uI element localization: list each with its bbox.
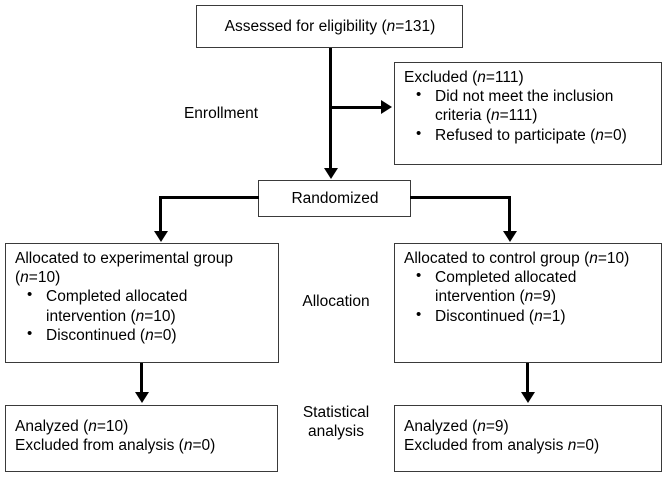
- excluded-bullet-1-pre: Refused to participate (: [435, 126, 596, 144]
- analyzed-exp-l2-n: n: [183, 437, 193, 455]
- assessed-n-symbol: n: [386, 18, 396, 36]
- stage-label-statistical-analysis: Statistical analysis: [302, 404, 370, 441]
- alloc-ctl-bullet-1-pre: Discontinued (: [435, 307, 535, 325]
- assessed-text-post: =131): [395, 18, 436, 36]
- assessed-text-pre: Assessed for eligibility (: [224, 18, 387, 36]
- connector-to-excluded: [329, 106, 382, 109]
- connector-left-branch-down: [159, 196, 162, 233]
- analyzed-control-line-2: Excluded from analysis n=0): [404, 436, 653, 455]
- alloc-exp-bullet-1-pre: Discontinued (: [46, 326, 146, 344]
- alloc-ctl-bullet-0-n: n: [524, 288, 534, 306]
- allocated-control-bullet-list: Completed allocated intervention (n=9) D…: [404, 267, 653, 326]
- arrowhead-to-analyzed-experimental: [135, 392, 149, 403]
- alloc-ctl-bullet-0-pre: Completed allocated intervention (: [435, 269, 577, 306]
- box-allocated-experimental: Allocated to experimental group (n=10) C…: [5, 243, 279, 363]
- analyzed-exp-l1-post: =10): [96, 418, 129, 435]
- excluded-lead-n: n: [477, 69, 486, 86]
- alloc-ctl-bullet-0-post: =9): [533, 288, 557, 306]
- list-item: Did not meet the inclusion criteria (n=1…: [404, 86, 653, 125]
- alloc-exp-lead-n: n: [20, 269, 29, 287]
- alloc-ctl-lead-post: =10): [597, 250, 630, 267]
- analyzed-experimental-line-2: Excluded from analysis (n=0): [15, 436, 269, 455]
- analyzed-exp-l1-pre: Analyzed (: [15, 418, 89, 435]
- list-item: Discontinued (n=1): [404, 306, 653, 326]
- alloc-ctl-lead-pre: Allocated to control group (: [404, 250, 590, 267]
- arrowhead-to-randomized: [324, 168, 338, 179]
- allocated-experimental-bullet-list: Completed allocated intervention (n=10) …: [15, 286, 270, 345]
- alloc-ctl-lead-n: n: [589, 250, 598, 267]
- analyzed-experimental-line-1: Analyzed (n=10): [15, 417, 269, 436]
- alloc-ctl-bullet-1-n: n: [534, 307, 543, 325]
- analyzed-exp-l2-pre: Excluded from analysis (: [15, 437, 184, 455]
- connector-control-to-analyzed: [526, 363, 529, 393]
- alloc-exp-bullet-0-post: =10): [144, 307, 176, 325]
- analyzed-ctl-l2-post: =0): [576, 437, 600, 455]
- stage-label-allocation: Allocation: [302, 293, 370, 310]
- excluded-bullet-0-n: n: [490, 107, 500, 125]
- arrowhead-to-experimental-group: [154, 231, 168, 242]
- excluded-lead-line: Excluded (n=111): [404, 68, 653, 87]
- stage-label-enrollment: Enrollment: [183, 105, 259, 122]
- alloc-exp-bullet-0-n: n: [135, 307, 145, 325]
- arrowhead-to-excluded: [381, 100, 392, 114]
- excluded-bullet-1-n: n: [595, 126, 604, 144]
- excluded-bullet-1-post: =0): [603, 126, 627, 144]
- alloc-exp-bullet-1-n: n: [145, 326, 154, 344]
- connector-randomized-left-branch: [159, 196, 259, 199]
- list-item: Completed allocated intervention (n=10): [15, 286, 270, 325]
- analyzed-exp-l2-post: =0): [192, 437, 216, 455]
- box-analyzed-experimental: Analyzed (n=10) Excluded from analysis (…: [5, 405, 278, 472]
- excluded-bullet-0-post: =111): [499, 107, 538, 125]
- alloc-exp-bullet-0-pre: Completed allocated intervention (: [46, 288, 188, 325]
- arrowhead-to-analyzed-control: [521, 392, 535, 403]
- connector-randomized-right-branch: [410, 196, 511, 199]
- analyzed-exp-l1-n: n: [88, 418, 97, 435]
- connector-experimental-to-analyzed: [140, 363, 143, 393]
- box-randomized: Randomized: [258, 180, 411, 217]
- arrowhead-to-control-group: [503, 231, 517, 242]
- excluded-lead-post: =111): [485, 69, 524, 86]
- list-item: Completed allocated intervention (n=9): [404, 267, 653, 306]
- analyzed-ctl-l1-pre: Analyzed (: [404, 418, 478, 435]
- box-excluded: Excluded (n=111) Did not meet the inclus…: [394, 62, 662, 165]
- excluded-bullet-list: Did not meet the inclusion criteria (n=1…: [404, 86, 653, 145]
- box-assessed-for-eligibility: Assessed for eligibility (n=131): [196, 5, 463, 48]
- allocated-experimental-lead: Allocated to experimental group (n=10): [15, 249, 270, 287]
- connector-right-branch-down: [508, 196, 511, 233]
- alloc-exp-bullet-1-post: =0): [153, 326, 177, 344]
- analyzed-ctl-l1-post: =9): [485, 418, 509, 435]
- analyzed-control-line-1: Analyzed (n=9): [404, 417, 653, 436]
- analyzed-ctl-l2-pre: Excluded from analysis: [404, 437, 568, 455]
- alloc-ctl-bullet-1-post: =1): [542, 307, 566, 325]
- box-allocated-control: Allocated to control group (n=10) Comple…: [394, 243, 662, 363]
- alloc-exp-lead-post: =10): [28, 269, 61, 287]
- excluded-bullet-0-pre: Did not meet the inclusion criteria (: [435, 88, 614, 125]
- box-analyzed-control: Analyzed (n=9) Excluded from analysis n=…: [394, 405, 662, 472]
- excluded-lead-pre: Excluded (: [404, 69, 478, 86]
- analyzed-ctl-l2-n: n: [567, 437, 577, 455]
- list-item: Discontinued (n=0): [15, 325, 270, 345]
- list-item: Refused to participate (n=0): [404, 125, 653, 145]
- analyzed-ctl-l1-n: n: [477, 418, 486, 435]
- alloc-exp-lead-pre: Allocated to experimental group (: [15, 250, 233, 287]
- randomized-label: Randomized: [291, 190, 379, 208]
- allocated-control-lead: Allocated to control group (n=10): [404, 249, 653, 268]
- connector-assessed-to-randomized: [329, 48, 332, 170]
